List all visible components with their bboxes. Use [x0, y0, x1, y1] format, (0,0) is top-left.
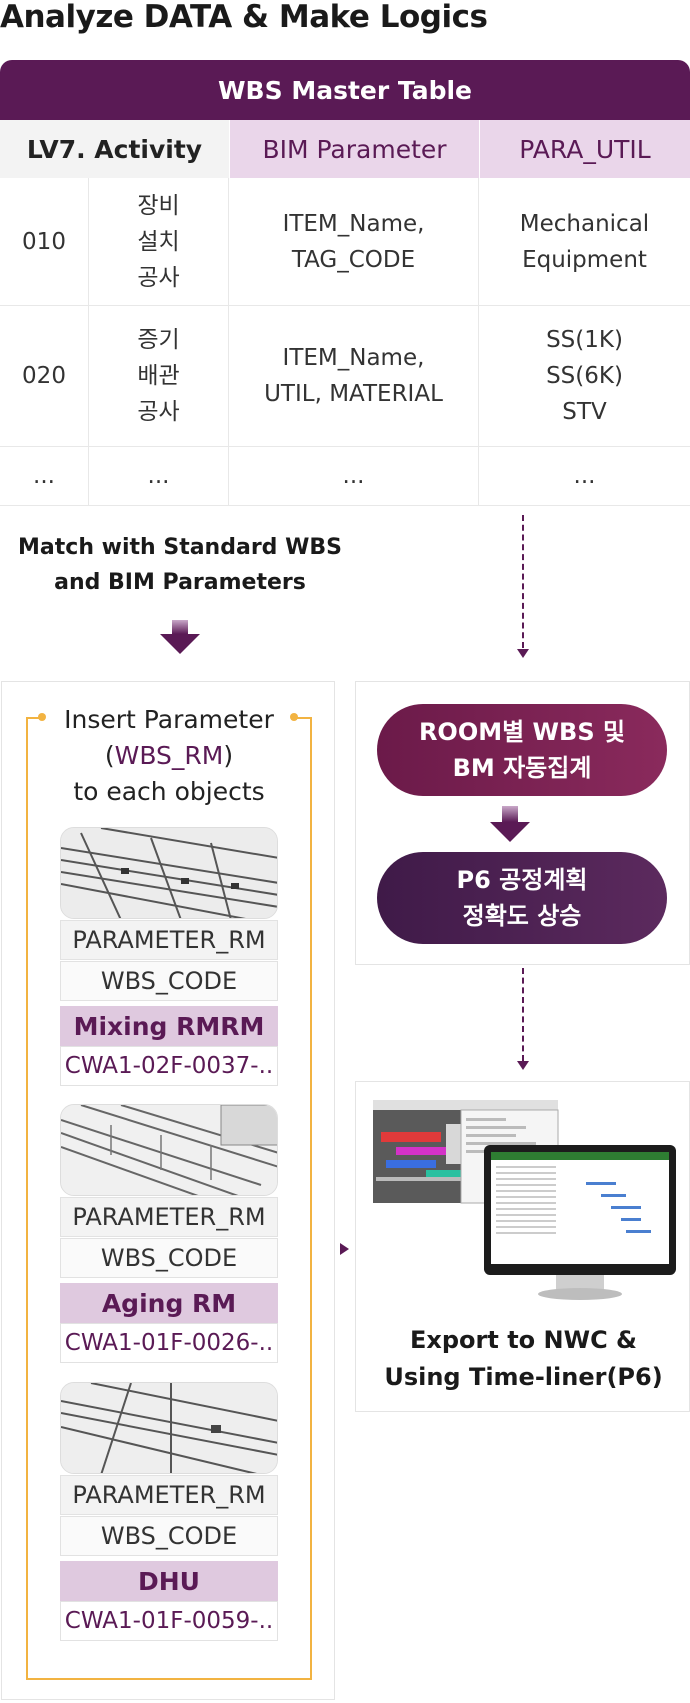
bim-object-card: PARAMETER_RM WBS_CODE Mixing RMRM CWA1-0…: [60, 827, 278, 1086]
panel-connector-arrow-icon: [340, 1243, 349, 1255]
connector-dashed-line: [522, 515, 524, 648]
room-name: DHU: [60, 1561, 278, 1601]
table-row: ... ... ... ...: [0, 447, 690, 506]
bracket-dot-right: [290, 713, 298, 721]
connector-dashed-line: [522, 968, 524, 1061]
bim-model-image: [60, 1382, 278, 1474]
insert-caption-param: WBS_RM: [114, 741, 224, 770]
wbs-code-value: CWA1-01F-0026-..: [60, 1323, 278, 1363]
wbs-column-headers: LV7. Activity BIM Parameter PARA_UTIL: [0, 120, 690, 178]
row-code: 020: [0, 306, 89, 446]
bracket-dot-left: [38, 713, 46, 721]
parameter-rm-label: PARAMETER_RM: [60, 1197, 278, 1237]
row-activity-name: 증기 배관 공사: [89, 306, 229, 446]
gradient-down-arrow-icon: [160, 620, 200, 654]
navisworks-monitor-image: [373, 1100, 676, 1300]
wbs-table-header: WBS Master Table: [0, 60, 690, 120]
insert-caption-line2: (WBS_RM): [32, 738, 306, 774]
wbs-code-label: WBS_CODE: [60, 1238, 278, 1278]
bracket-top-left: [26, 717, 44, 719]
export-caption: Export to NWC & Using Time-liner(P6): [384, 1326, 663, 1391]
room-wbs-bm-pill: ROOM별 WBS 및 BM 자동집계: [377, 704, 667, 796]
connector-arrow-icon: [517, 1061, 529, 1070]
insert-caption-open-paren: (: [104, 741, 115, 770]
page-title: Analyze DATA & Make Logics: [0, 0, 488, 35]
connector-arrow-icon: [517, 649, 529, 658]
room-name: Aging RM: [60, 1283, 278, 1323]
bim-object-card: PARAMETER_RM WBS_CODE Aging RM CWA1-01F-…: [60, 1104, 278, 1363]
wbs-code-label: WBS_CODE: [60, 961, 278, 1001]
wbs-master-table: WBS Master Table LV7. Activity BIM Param…: [0, 60, 690, 506]
row-activity-name: ...: [89, 447, 229, 505]
bim-model-image: [60, 1104, 278, 1196]
column-header-activity: LV7. Activity: [0, 120, 229, 178]
row-bim-parameter: ITEM_Name, TAG_CODE: [229, 178, 479, 305]
wbs-code-value: CWA1-02F-0037-..: [60, 1046, 278, 1086]
room-name: Mixing RMRM: [60, 1006, 278, 1046]
row-bim-parameter: ...: [229, 447, 479, 505]
column-header-para-util: PARA_UTIL: [479, 120, 690, 178]
match-caption: Match with Standard WBS and BIM Paramete…: [18, 535, 342, 595]
auto-aggregation-panel: ROOM별 WBS 및 BM 자동집계 P6 공정계획 정확도 상승: [355, 681, 690, 965]
p6-accuracy-pill: P6 공정계획 정확도 상승: [377, 852, 667, 944]
orange-bracket: [26, 717, 312, 1680]
wbs-code-label: WBS_CODE: [60, 1516, 278, 1556]
parameter-rm-label: PARAMETER_RM: [60, 920, 278, 960]
table-row: 010 장비 설치 공사 ITEM_Name, TAG_CODE Mechani…: [0, 178, 690, 306]
row-para-util: SS(1K) SS(6K) STV: [546, 327, 623, 425]
row-code: ...: [0, 447, 89, 505]
insert-caption-line3: to each objects: [73, 777, 265, 806]
insert-parameter-caption: Insert Parameter (WBS_RM) to each object…: [32, 702, 306, 810]
insert-caption-line1: Insert Parameter: [64, 705, 274, 734]
export-panel: Export to NWC & Using Time-liner(P6): [355, 1081, 690, 1412]
wbs-code-value: CWA1-01F-0059-..: [60, 1601, 278, 1641]
row-activity-name: 장비 설치 공사: [89, 178, 229, 305]
row-bim-parameter: ITEM_Name, UTIL, MATERIAL: [229, 306, 479, 446]
bim-object-card: PARAMETER_RM WBS_CODE DHU CWA1-01F-0059-…: [60, 1382, 278, 1641]
column-header-bim-parameter: BIM Parameter: [229, 120, 479, 178]
gradient-down-arrow-icon: [490, 806, 530, 842]
row-para-util: ...: [573, 463, 596, 489]
parameter-rm-label: PARAMETER_RM: [60, 1475, 278, 1515]
bracket-top-right: [294, 717, 312, 719]
table-row: 020 증기 배관 공사 ITEM_Name, UTIL, MATERIAL S…: [0, 306, 690, 447]
row-para-util: Mechanical Equipment: [519, 210, 650, 273]
bim-model-image: [60, 827, 278, 919]
insert-caption-close-paren: ): [223, 741, 234, 770]
insert-parameter-panel: Insert Parameter (WBS_RM) to each object…: [1, 681, 335, 1700]
row-code: 010: [0, 178, 89, 305]
